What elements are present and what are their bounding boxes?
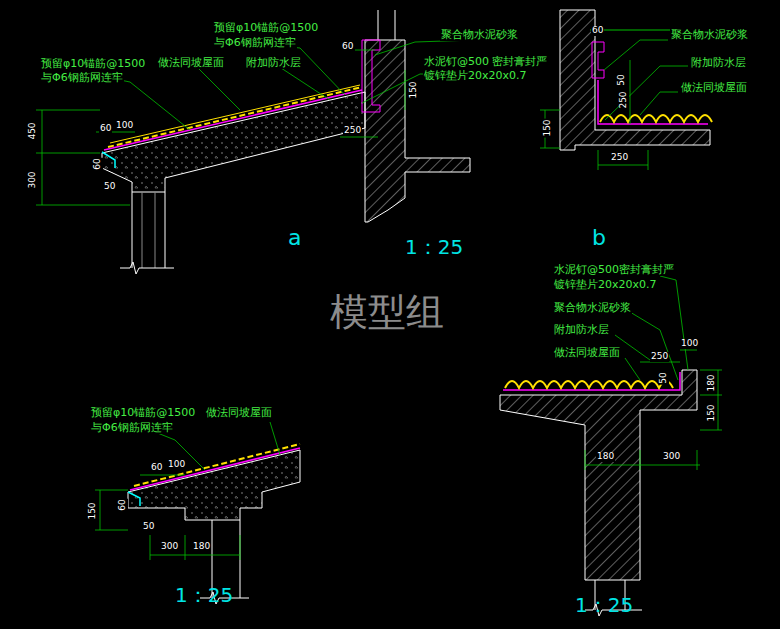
note: 镀锌垫片20x20x0.7 [553,279,658,291]
scale: 1：25 [175,584,233,606]
detail-mark: b [592,226,606,250]
dimension: 180 [192,542,211,552]
dimension: 100 [115,121,134,131]
dimension: 60 [341,42,354,52]
note: 与Φ6钢筋网连牢 [40,72,124,84]
dimension: 60 [150,463,163,473]
note: 水泥钉@500密封膏封严 [553,264,675,276]
dimension: 100 [167,460,186,470]
dimension: 50 [659,371,669,384]
dimension: 60 [93,157,103,170]
scale: 1：25 [575,594,633,616]
note: 聚合物水泥砂浆 [553,302,632,314]
note: 做法同坡屋面 [680,82,748,94]
note: 与Φ6钢筋网连牢 [90,422,174,434]
dimension: 100 [680,339,699,349]
note: 聚合物水泥砂浆 [670,29,749,41]
dimension: 250 [619,90,629,109]
dimension: 50 [617,73,627,86]
note: 与Φ6钢筋网连牢 [213,37,297,49]
dimension: 50 [142,522,155,532]
dimension: 150 [88,501,98,520]
note: 预留φ10锚筋@1500 [40,58,146,70]
dimension: 150 [543,118,553,137]
dimension: 50 [103,182,116,192]
note: 预留φ10锚筋@1500 [213,22,319,34]
scale: 1：25 [405,236,463,258]
note: 做法同坡屋面 [553,347,621,359]
dimension: 180 [596,452,615,462]
dimension: 150 [409,80,419,99]
dimension: 60 [99,124,112,134]
dimension: 150 [707,403,717,422]
note: 附加防水层 [245,57,302,69]
watermark: 模型组 [330,292,444,334]
dimension: 300 [28,170,38,189]
dimension: 300 [662,452,681,462]
dimension: 250 [610,153,629,163]
dimension: 300 [160,542,179,552]
note: 附加防水层 [553,324,610,336]
dimension: 180 [707,373,717,392]
note: 做法同坡屋面 [157,57,225,69]
dimension: 250 [650,352,669,362]
dimension: 450 [28,121,38,140]
dimension: 250 [343,126,362,136]
note: 做法同坡屋面 [205,407,273,419]
dimension: 60 [118,498,128,511]
note: 预留φ10锚筋@1500 [90,407,196,419]
note: 镀锌垫片20x20x0.7 [423,70,528,82]
note: 聚合物水泥砂浆 [440,29,519,41]
note: 附加防水层 [690,57,747,69]
dimension: 60 [591,26,604,36]
detail-mark: a [288,226,301,250]
note: 水泥钉@500 密封膏封严 [423,56,549,68]
